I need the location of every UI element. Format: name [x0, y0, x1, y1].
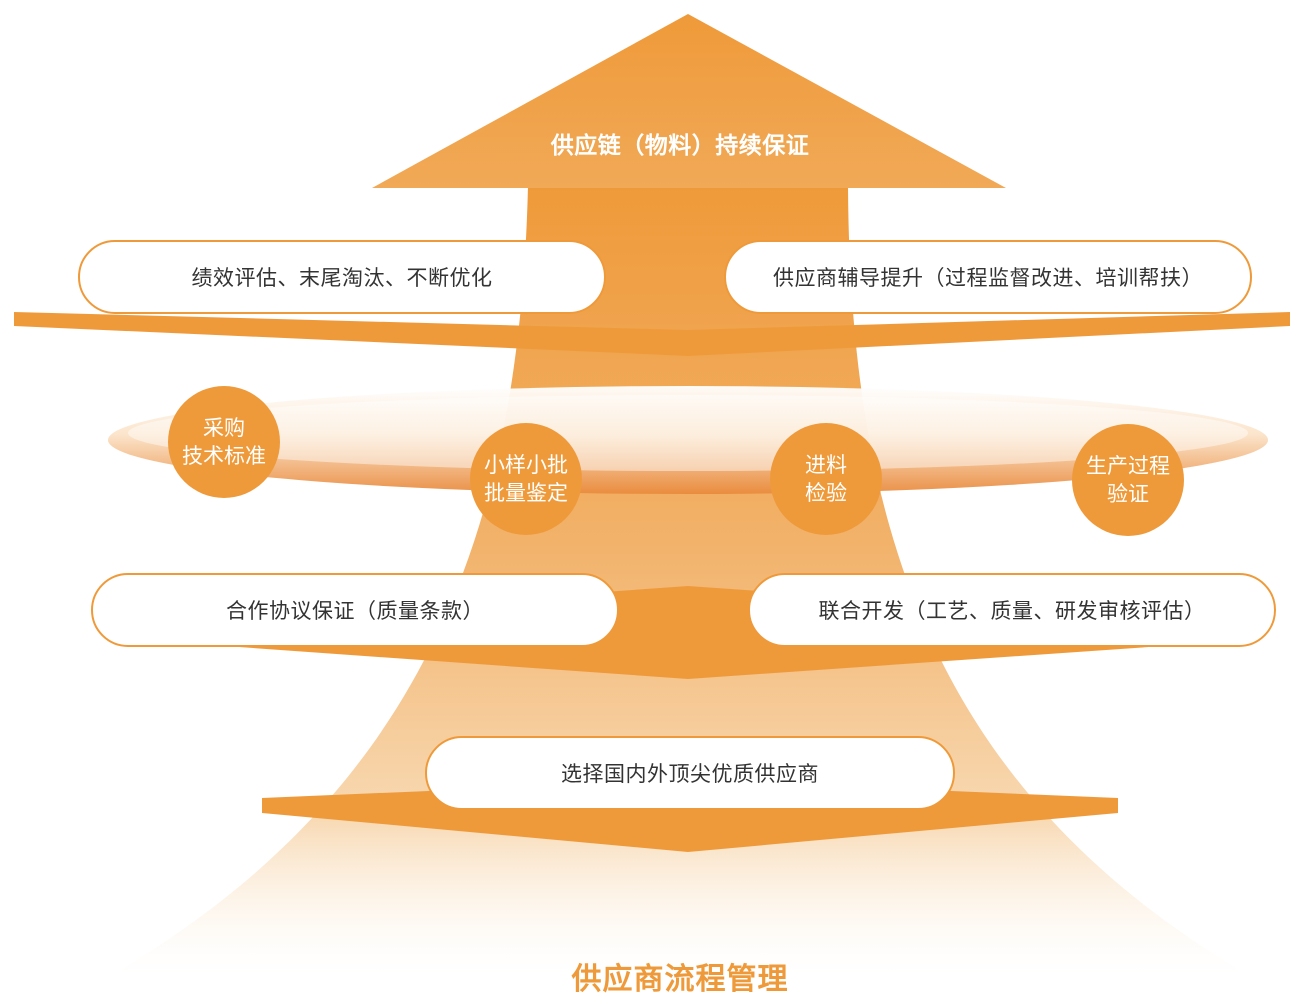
circle-line-1: 进料: [805, 453, 847, 477]
pill-label: 供应商辅导提升（过程监督改进、培训帮扶）: [773, 266, 1203, 290]
circle-line-1: 生产过程: [1086, 454, 1170, 478]
arrow-trunk: [110, 186, 1250, 976]
circle-line-2: 技术标准: [182, 444, 266, 468]
pill-label: 选择国内外顶尖优质供应商: [561, 762, 819, 786]
pill-performance-evaluation: 绩效评估、末尾淘汰、不断优化: [78, 240, 606, 314]
circle-incoming-inspection: 进料 检验: [770, 423, 882, 535]
diagram-title: 供应商流程管理: [571, 962, 789, 997]
circle-line-2: 验证: [1107, 482, 1149, 506]
pill-label: 绩效评估、末尾淘汰、不断优化: [191, 266, 493, 290]
pill-cooperation-agreement: 合作协议保证（质量条款）: [91, 573, 619, 647]
process-ring: [108, 386, 1268, 494]
arrow-head-icon: [372, 14, 1006, 188]
pill-supplier-selection: 选择国内外顶尖优质供应商: [425, 736, 955, 810]
pill-joint-development: 联合开发（工艺、质量、研发审核评估）: [748, 573, 1276, 647]
circle-line-2: 检验: [805, 481, 847, 505]
pill-label: 合作协议保证（质量条款）: [226, 599, 484, 623]
pill-supplier-guidance: 供应商辅导提升（过程监督改进、培训帮扶）: [724, 240, 1252, 314]
circle-sample-batch-verification: 小样小批 批量鉴定: [470, 423, 582, 535]
circle-line-2: 批量鉴定: [484, 481, 568, 505]
arrow-head-label: 供应链（物料）持续保证: [550, 133, 810, 159]
process-ring-inner: [128, 395, 1248, 471]
circle-line-1: 小样小批: [484, 453, 568, 477]
pill-label: 联合开发（工艺、质量、研发审核评估）: [818, 599, 1206, 623]
chevron-band-top: [14, 312, 1290, 356]
circle-line-1: 采购: [203, 416, 245, 440]
circle-production-verification: 生产过程 验证: [1072, 424, 1184, 536]
circle-procurement-standard: 采购 技术标准: [168, 386, 280, 498]
